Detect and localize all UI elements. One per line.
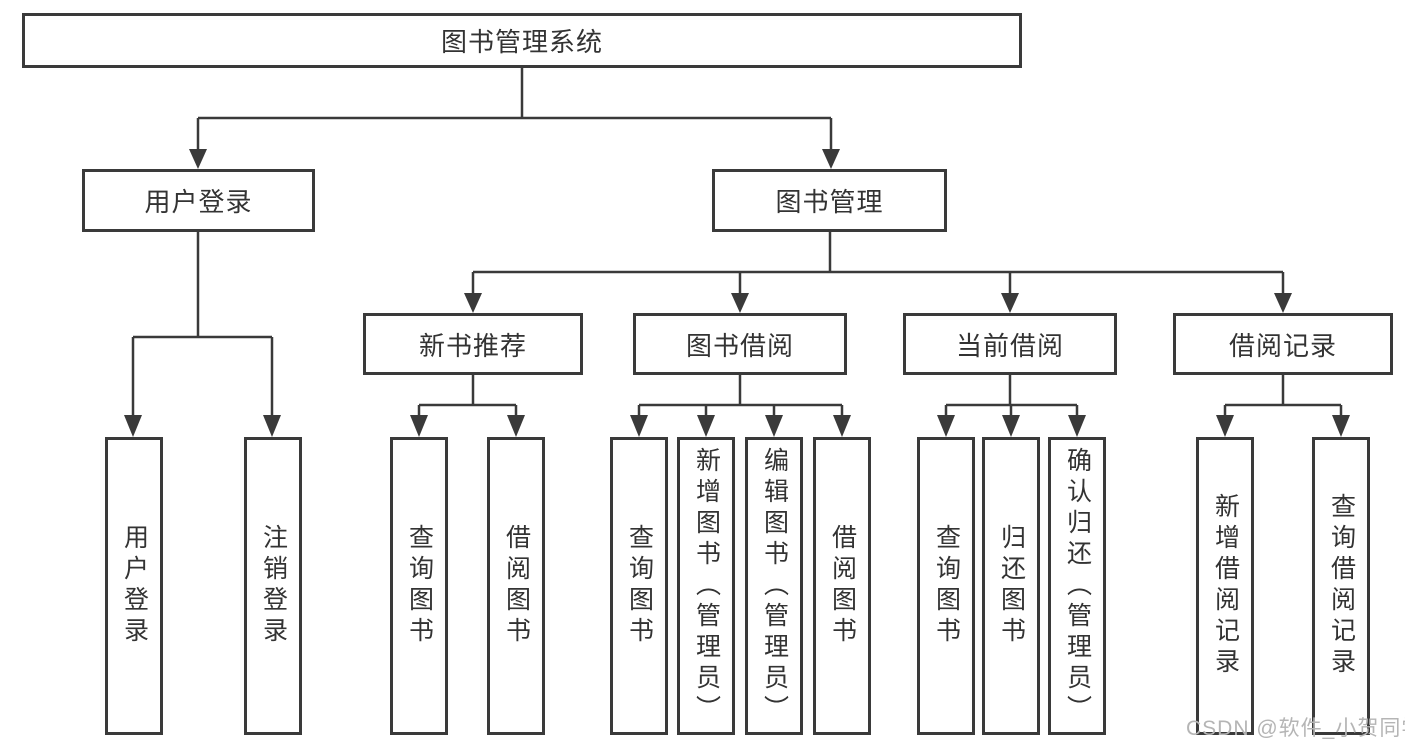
leaf-confirm-return-admin-label: 确认归还（管理员） [1063,446,1092,726]
node-new-book-recommend: 新书推荐 [363,313,583,375]
node-book-management: 图书管理 [712,169,947,232]
connector-new-book-branch [417,375,518,418]
node-book-borrow: 图书借阅 [633,313,847,375]
arrowheads [124,149,1350,437]
leaf-return-book: 归还图书 [982,437,1040,735]
leaf-query-borrow-record: 查询借阅记录 [1312,437,1370,735]
leaf-edit-book-admin: 编辑图书（管理员） [745,437,803,735]
node-user-login-label: 用户登录 [144,187,253,217]
leaf-query-book-borrow: 查询图书 [610,437,668,735]
node-new-book-recommend-label: 新书推荐 [418,330,527,361]
connector-current-borrow-branch [944,375,1079,418]
leaf-confirm-return-admin: 确认归还（管理员） [1048,437,1106,735]
watermark: CSDN @软件_小贺同学 [1186,717,1405,740]
connector-user-login-branch [131,232,274,418]
leaf-borrow-book-recommend-label: 借阅图书 [502,524,531,648]
leaf-add-borrow-record: 新增借阅记录 [1196,437,1254,735]
node-root: 图书管理系统 [22,13,1022,68]
leaf-logout: 注销登录 [244,437,302,735]
leaf-query-book-current: 查询图书 [917,437,975,735]
node-borrow-record-label: 借阅记录 [1228,330,1337,361]
node-current-borrow-label: 当前借阅 [955,330,1064,361]
node-borrow-record: 借阅记录 [1173,313,1393,375]
leaf-add-book-admin-label: 新增图书（管理员） [692,446,721,726]
leaf-user-login-label: 用户登录 [120,524,149,648]
connector-borrow-record-branch [1223,375,1343,418]
node-book-management-label: 图书管理 [775,187,884,217]
leaf-logout-label: 注销登录 [259,524,288,648]
leaf-borrow-book-label: 借阅图书 [828,524,857,648]
connector-root-branch [196,68,833,151]
connector-book-borrow-branch [637,375,844,418]
leaf-edit-book-admin-label: 编辑图书（管理员） [760,446,789,726]
leaf-borrow-book-recommend: 借阅图书 [487,437,545,735]
node-user-login: 用户登录 [82,169,315,232]
leaf-query-book-current-label: 查询图书 [932,524,961,648]
leaf-query-book-recommend: 查询图书 [390,437,448,735]
leaf-user-login: 用户登录 [105,437,163,735]
node-book-borrow-label: 图书借阅 [685,330,794,361]
leaf-add-book-admin: 新增图书（管理员） [677,437,735,735]
leaf-query-book-recommend-label: 查询图书 [405,524,434,648]
node-root-label: 图书管理系统 [440,27,603,57]
node-current-borrow: 当前借阅 [903,313,1117,375]
leaf-add-borrow-record-label: 新增借阅记录 [1211,493,1240,679]
connector-book-mgmt-branch [471,232,1285,294]
leaf-query-borrow-record-label: 查询借阅记录 [1327,493,1356,679]
leaf-return-book-label: 归还图书 [997,524,1026,648]
leaf-borrow-book: 借阅图书 [813,437,871,735]
leaf-query-book-borrow-label: 查询图书 [625,524,654,648]
